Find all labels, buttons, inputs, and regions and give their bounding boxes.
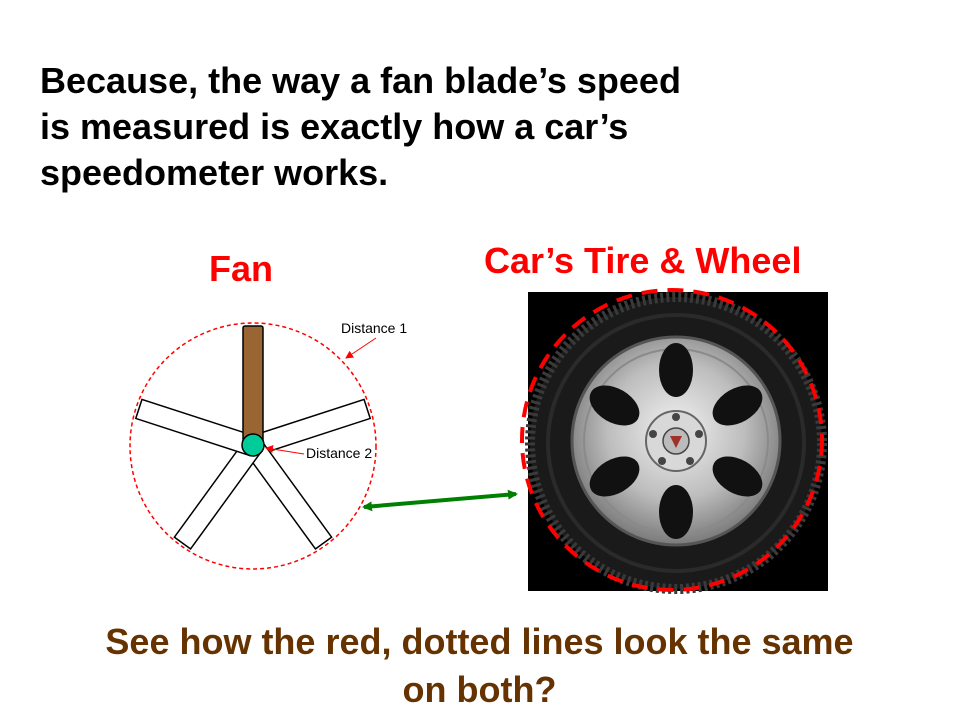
tire-wheel-image — [520, 288, 828, 594]
fan-distance-1-circle — [129, 322, 377, 570]
car-title: Car’s Tire & Wheel — [484, 240, 802, 281]
distance-1-label: Distance 1 — [341, 320, 407, 336]
footer-line-1: See how the red, dotted lines look the s… — [105, 621, 854, 662]
distance-2-arrow — [265, 445, 305, 455]
comparison-arrow — [362, 489, 518, 512]
tire-distance-circle — [520, 288, 824, 592]
fan-diagram: Distance 1 Distance 2 — [129, 320, 407, 570]
rim-spokes — [589, 343, 763, 539]
fan-title: Fan — [209, 248, 274, 289]
distance-1-arrow — [345, 337, 377, 359]
headline-line-3: speedometer works. — [40, 152, 389, 193]
headline-line-1: Because, the way a fan blade’s speed — [40, 60, 681, 101]
fan-blade — [173, 439, 263, 551]
headline: Because, the way a fan blade’s speed is … — [40, 58, 920, 196]
fan-hub — [241, 433, 265, 457]
distance-2-label: Distance 2 — [306, 445, 372, 461]
footer-line-2: on both? — [402, 669, 557, 710]
fan-blade — [134, 398, 258, 457]
fan-blade-highlighted — [242, 325, 264, 447]
footer-question: See how the red, dotted lines look the s… — [0, 618, 959, 714]
headline-line-2: is measured is exactly how a car’s — [40, 106, 629, 147]
